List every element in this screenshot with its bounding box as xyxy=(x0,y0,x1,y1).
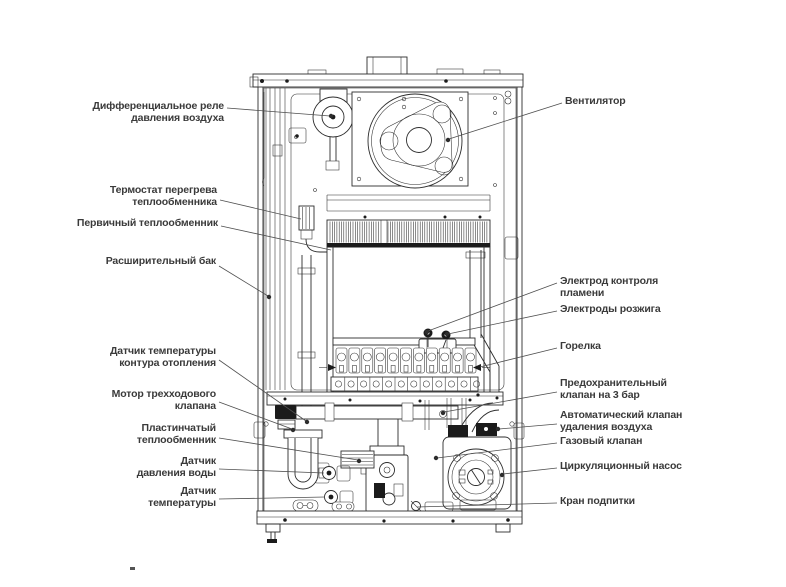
bottom-frame xyxy=(256,510,523,543)
leader-safety-valve-3-bar xyxy=(443,391,558,413)
left-foot xyxy=(265,523,281,533)
leader-air-pressure-switch xyxy=(226,107,331,117)
leader-flame-control-electrode xyxy=(427,282,558,332)
heat-exchanger-fins xyxy=(329,221,488,243)
leader-dot-gas-valve xyxy=(433,455,439,461)
callout-burner: Горелка xyxy=(560,340,601,352)
air-pressure-switch xyxy=(312,88,354,171)
leader-gas-valve xyxy=(436,442,558,459)
callout-ignition-electrodes: Электроды розжига xyxy=(560,303,661,315)
burner-rail-holes xyxy=(335,377,480,391)
pump-inlet-elbow xyxy=(461,402,500,433)
left-return-pipe xyxy=(301,255,312,406)
leader-heating-circuit-temp-sensor xyxy=(218,359,307,422)
right-wall xyxy=(516,87,523,524)
burner xyxy=(319,337,490,392)
burner-manifold xyxy=(332,337,476,346)
circulation-pump xyxy=(447,448,505,506)
leader-dot-heating-circuit-temp-sensor xyxy=(304,419,310,425)
leader-dot-expansion-tank xyxy=(266,294,272,300)
expansion-tank-panel xyxy=(262,88,307,390)
leader-three-way-valve-motor xyxy=(218,401,293,430)
leader-filling-valve xyxy=(416,502,558,508)
leader-plate-heat-exchanger xyxy=(218,437,359,461)
callout-filling-valve: Кран подпитки xyxy=(560,495,635,507)
leader-dot-air-pressure-switch xyxy=(328,113,334,119)
stray-mark xyxy=(130,567,135,570)
chamber-bottom-panel xyxy=(266,391,504,406)
three-way-valve-motor xyxy=(275,405,296,419)
overheat-thermostat xyxy=(298,205,327,253)
leader-burner xyxy=(479,347,558,368)
leader-circulation-pump xyxy=(502,467,558,475)
burner-injectors xyxy=(335,347,477,374)
leader-dot-safety-valve-3-bar xyxy=(440,410,446,416)
fan xyxy=(351,91,469,189)
leader-ignition-electrodes xyxy=(447,310,558,335)
leader-dot-circulation-pump xyxy=(499,472,505,478)
callout-expansion-tank: Расширительный бак xyxy=(105,255,216,267)
primary-heat-exchanger xyxy=(326,219,491,248)
callout-gas-valve: Газовый клапан xyxy=(560,435,643,447)
leader-expansion-tank xyxy=(218,265,269,297)
leader-temperature-sensor xyxy=(218,496,326,500)
leader-dot-automatic-air-vent-valve xyxy=(495,426,501,432)
top-bar xyxy=(252,73,524,88)
cabinet-frame xyxy=(249,56,524,524)
u-pipe xyxy=(287,438,319,490)
leader-dot-three-way-valve-motor xyxy=(290,427,296,433)
leader-lines xyxy=(218,102,563,508)
leader-dot-fan xyxy=(445,137,451,143)
leader-dot-ignition-electrodes xyxy=(444,331,450,337)
leader-water-pressure-sensor xyxy=(218,468,325,474)
combustion-chamber xyxy=(297,246,500,406)
leader-primary-heat-exchanger xyxy=(220,225,332,251)
mid-panel xyxy=(326,194,491,219)
supply-pipe xyxy=(295,405,459,420)
callout-primary-heat-exchanger: Первичный теплообменник xyxy=(76,217,218,229)
leader-automatic-air-vent-valve xyxy=(498,423,558,430)
callout-fan: Вентилятор xyxy=(565,95,626,107)
probe-pipes xyxy=(424,398,467,430)
leader-overheat-thermostat xyxy=(219,199,302,220)
leader-dot-plate-heat-exchanger xyxy=(356,458,362,464)
left-wall xyxy=(257,87,264,524)
right-foot xyxy=(495,523,511,533)
callout-circulation-pump: Циркуляционный насос xyxy=(560,460,682,472)
hydraulic-group xyxy=(253,393,525,513)
leader-fan xyxy=(448,102,563,140)
gas-valve-riser xyxy=(377,419,399,447)
leader-dot-flame-control-electrode xyxy=(424,329,430,335)
